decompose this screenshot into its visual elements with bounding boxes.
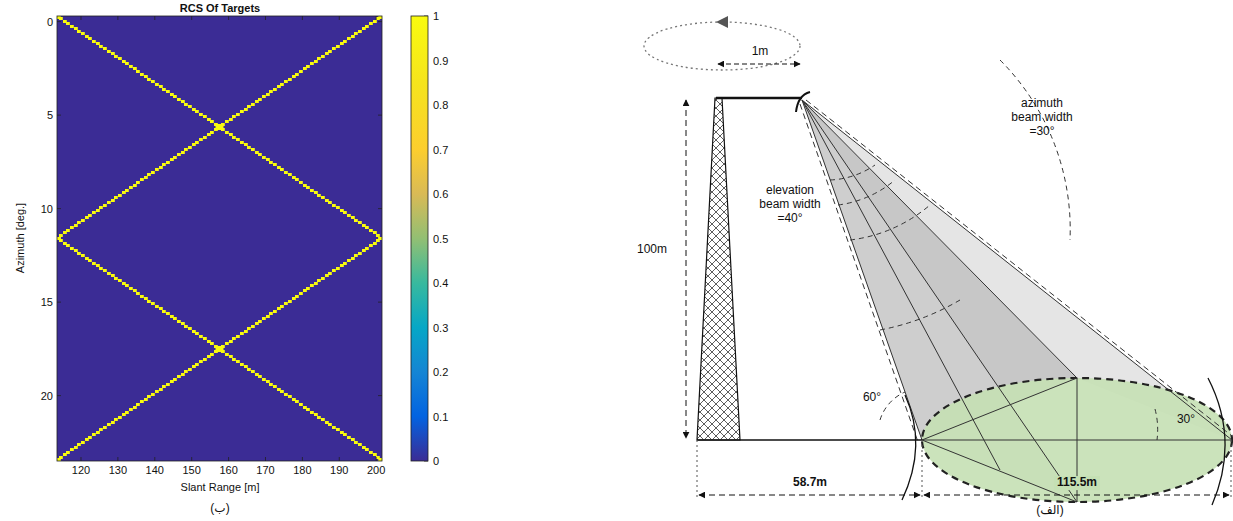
beam-width-label: elevation beam width =40° <box>754 184 826 225</box>
angle-arc-60 <box>880 392 905 420</box>
tick-label: 190 <box>330 464 348 477</box>
dimension-label: 58.7m <box>790 476 830 490</box>
colorbar-label: 0.8 <box>433 99 448 112</box>
colorbar-label: 0.4 <box>433 277 448 290</box>
tick-label: 15 <box>41 296 53 309</box>
colorbar-label: 0.9 <box>433 54 448 67</box>
tick-label: 150 <box>182 464 200 477</box>
dimension-arrow <box>699 495 920 496</box>
colorbar-label: 0.5 <box>433 232 448 245</box>
rotation-path <box>644 22 800 70</box>
range-arc <box>1208 378 1225 505</box>
panel-label: (ب) <box>210 502 229 516</box>
tick-label: 200 <box>367 464 385 477</box>
tick-label: 120 <box>72 464 90 477</box>
axis-title: Azimuth [deg.] <box>14 203 27 273</box>
angle-label: 60° <box>863 391 881 405</box>
tower <box>697 98 740 440</box>
range-arc <box>902 395 916 500</box>
angle-arc-30 <box>1155 409 1158 440</box>
colorbar-label: 0.7 <box>433 143 448 156</box>
panel-label: (الف) <box>1033 504 1066 518</box>
tick-label: 160 <box>219 464 237 477</box>
colorbar-label: 0 <box>433 455 439 468</box>
tick-label: 20 <box>41 389 53 402</box>
colorbar-label: 0.6 <box>433 188 448 201</box>
beam-lines <box>800 100 1232 502</box>
tick-label: 130 <box>109 464 127 477</box>
footprint-ellipse <box>922 378 1232 502</box>
dimension-label: 1m <box>752 45 769 59</box>
axis-title: Slant Range [m] <box>181 481 260 494</box>
plot-frame <box>57 16 382 461</box>
tick-label: 5 <box>47 109 53 122</box>
extension-lines <box>697 440 1231 500</box>
tick-label: 0 <box>47 15 53 28</box>
colorbar-label: 0.1 <box>433 410 448 423</box>
chart-title: RCS Of Targets <box>180 2 260 15</box>
colorbar-label: 0.3 <box>433 321 448 334</box>
tick-label: 180 <box>293 464 311 477</box>
plot-area <box>57 16 382 461</box>
colorbar-label: 1 <box>433 10 439 23</box>
tick-label: 10 <box>41 202 53 215</box>
colorbar-label: 0.2 <box>433 366 448 379</box>
tick-label: 140 <box>146 464 164 477</box>
dimension-arrow <box>686 100 687 438</box>
tick-label: 170 <box>256 464 274 477</box>
dimension-arrow <box>718 64 800 65</box>
beam-width-label: azimuth beam width =30° <box>1006 97 1078 138</box>
dimension-label: 115.5m <box>1054 476 1100 490</box>
colorbar <box>411 16 428 461</box>
axis-ticks <box>57 16 428 461</box>
antenna <box>796 92 810 112</box>
rotation-arrow <box>716 16 728 28</box>
angle-label: 30° <box>1177 413 1195 427</box>
target-lines <box>57 16 382 461</box>
dimension-label: 100m <box>637 243 667 257</box>
dimension-arrow <box>924 495 1229 496</box>
antenna-arm <box>716 97 802 100</box>
beam-fan <box>802 100 1232 502</box>
